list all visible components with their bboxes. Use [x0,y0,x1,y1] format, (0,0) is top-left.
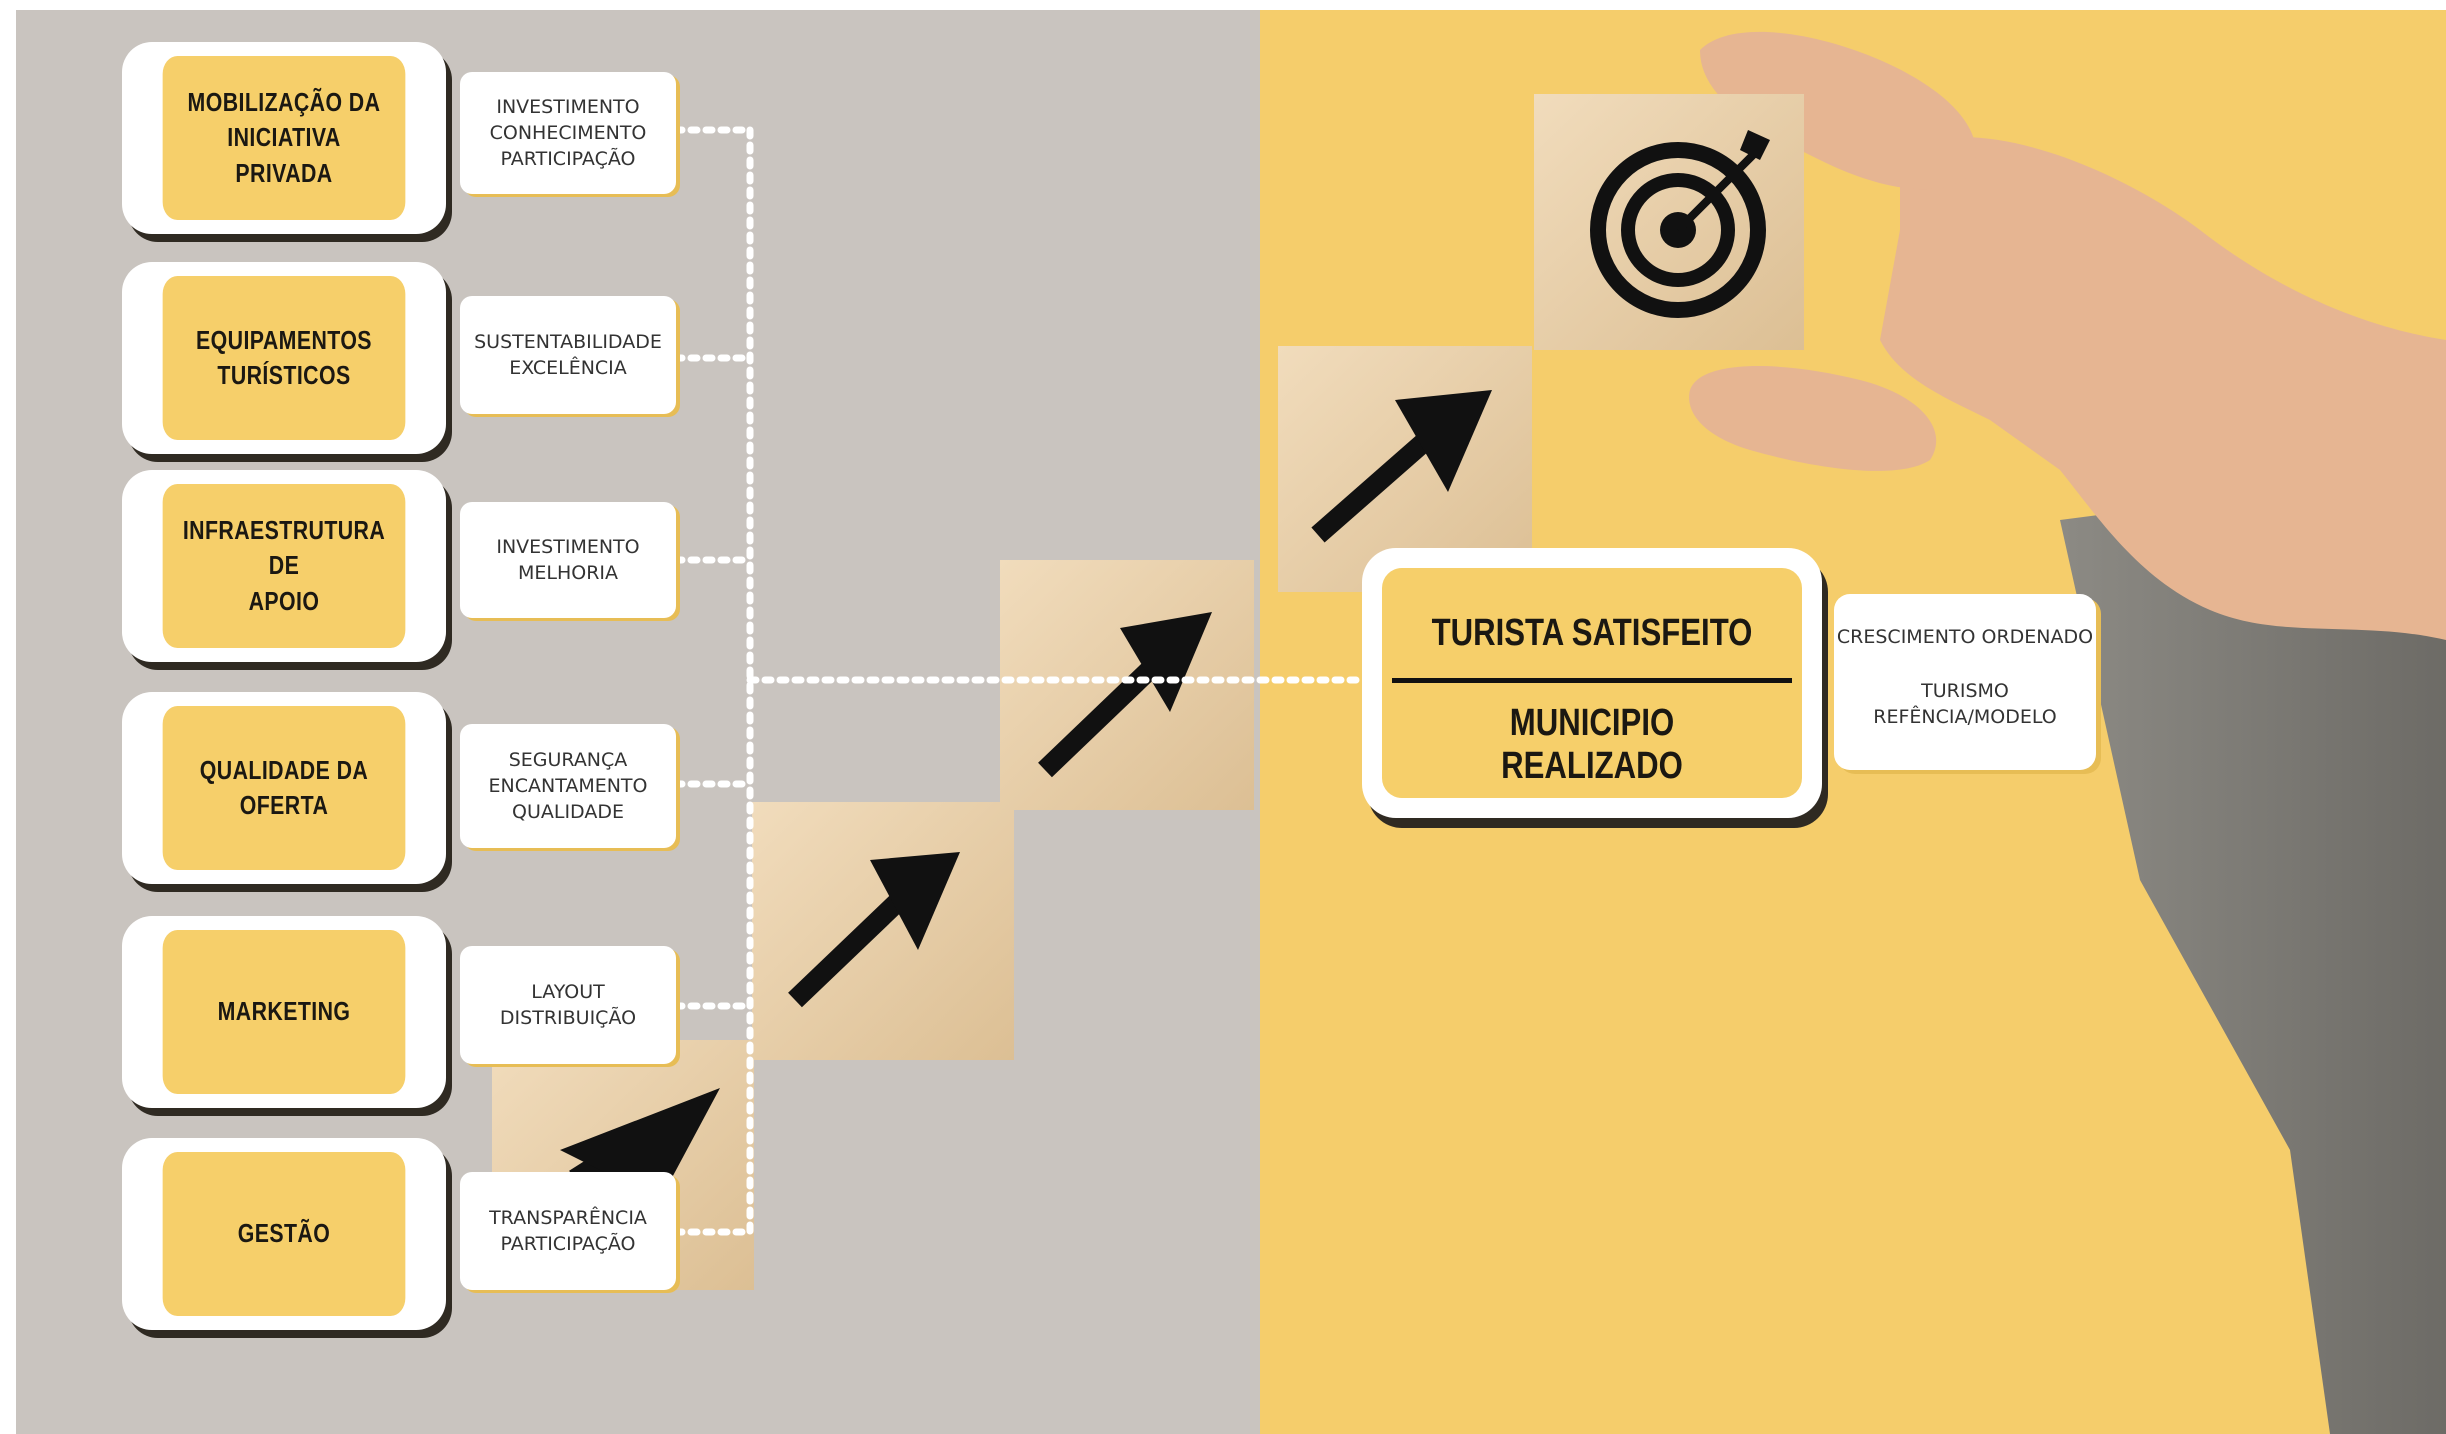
arrow-up-right-icon [788,852,960,1008]
block-2 [752,802,1014,1060]
result-box-inner: TURISTA SATISFEITO MUNICIPIO REALIZADO [1382,568,1802,798]
target-bullseye-icon [1590,130,1770,318]
result-tag-tourism: TURISMO REFÊNCIA/MODELO [1873,680,2057,729]
result-tags: CRESCIMENTO ORDENADO TURISMO REFÊNCIA/MO… [1834,594,2096,770]
arrow-up-right-icon [1311,390,1492,543]
pillar-tags-gestao: TRANSPARÊNCIA PARTICIPAÇÃO [460,1172,676,1290]
pillar-label: INFRAESTRUTURA DE APOIO [162,484,406,648]
pillar-label: MOBILIZAÇÃO DA INICIATIVA PRIVADA [162,56,406,220]
pillar-tags-equipamentos: SUSTENTABILIDADE EXCELÊNCIA [460,296,676,414]
pillar-tags-marketing: LAYOUT DISTRIBUIÇÃO [460,946,676,1064]
pillar-tags-infraestrutura: INVESTIMENTO MELHORIA [460,502,676,618]
pillar-box-gestao: GESTÃO [122,1138,446,1330]
result-subtitle: MUNICIPIO REALIZADO [1501,702,1683,787]
pillar-label: QUALIDADE DA OFERTA [162,706,406,870]
pillar-box-marketing: MARKETING [122,916,446,1108]
hand [1689,31,2446,640]
pillar-box-infraestrutura: INFRAESTRUTURA DE APOIO [122,470,446,662]
result-box: TURISTA SATISFEITO MUNICIPIO REALIZADO [1362,548,1822,818]
pillar-box-qualidade: QUALIDADE DA OFERTA [122,692,446,884]
result-tag-growth: CRESCIMENTO ORDENADO [1836,626,2094,648]
pillar-box-equipamentos: EQUIPAMENTOS TURÍSTICOS [122,262,446,454]
pillar-box-mobilizacao: MOBILIZAÇÃO DA INICIATIVA PRIVADA [122,42,446,234]
sweater-sleeve [2060,470,2446,1434]
arrow-up-right-icon [1038,612,1212,778]
result-title: TURISTA SATISFEITO [1431,612,1753,654]
connector-lines [672,126,1366,1236]
result-divider [1392,678,1792,683]
pillar-tags-qualidade: SEGURANÇA ENCANTAMENTO QUALIDADE [460,724,676,848]
pillar-label: GESTÃO [162,1152,406,1316]
arrow-up-right-icon [560,1088,720,1200]
pillar-label: MARKETING [162,930,406,1094]
pillar-label: EQUIPAMENTOS TURÍSTICOS [162,276,406,440]
pillar-tags-mobilizacao: INVESTIMENTO CONHECIMENTO PARTICIPAÇÃO [460,72,676,194]
